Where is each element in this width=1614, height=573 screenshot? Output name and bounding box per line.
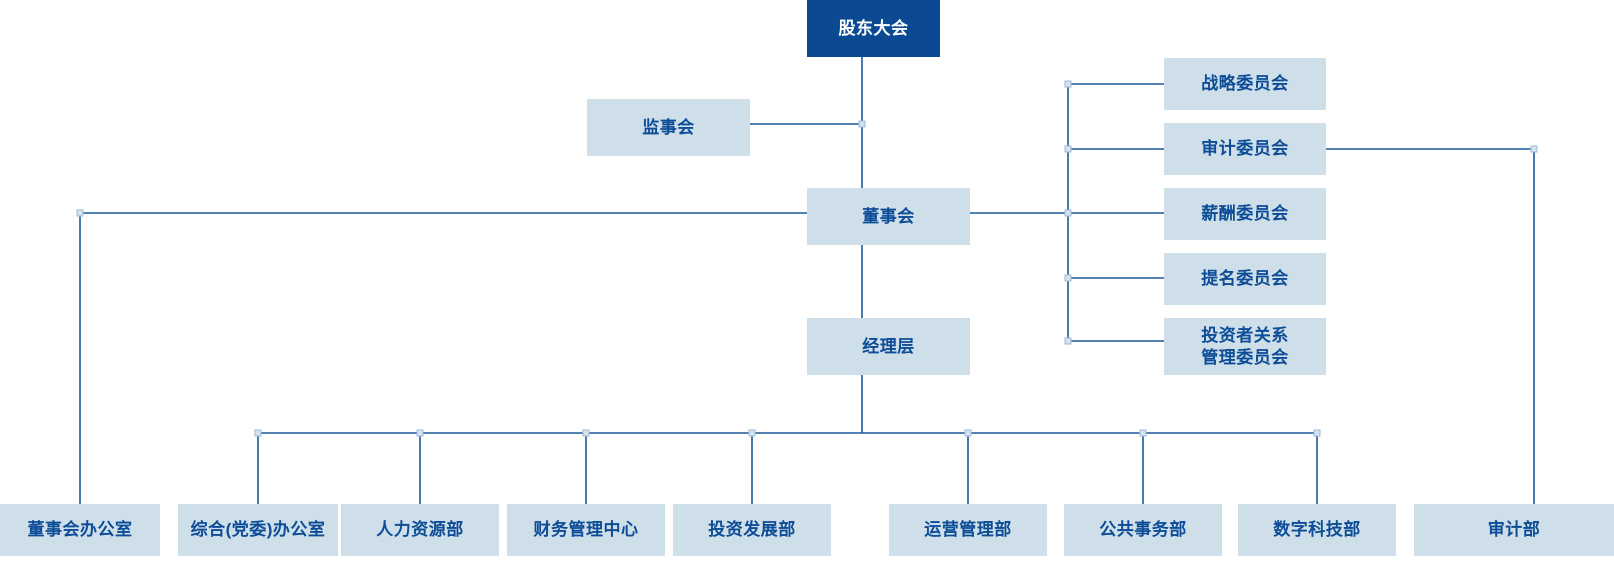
node-dept-audit[interactable]: 审计部: [1414, 504, 1614, 556]
node-committee-audit[interactable]: 审计委员会: [1164, 123, 1326, 175]
junction-hr: [416, 429, 424, 437]
node-shareholders-meeting[interactable]: 股东大会: [807, 0, 940, 57]
node-label: 股东大会: [838, 18, 909, 38]
node-committee-investor-relations[interactable]: 投资者关系 管理委员会: [1164, 318, 1326, 375]
junction-operations: [964, 429, 972, 437]
node-board-of-directors[interactable]: 董事会: [807, 188, 970, 245]
node-label: 战略委员会: [1201, 74, 1289, 94]
junction-compensation: [1064, 209, 1072, 217]
node-label: 经理层: [862, 336, 915, 356]
node-dept-general-party-office[interactable]: 综合(党委)办公室: [178, 504, 338, 556]
node-dept-public-affairs[interactable]: 公共事务部: [1064, 504, 1222, 556]
node-management[interactable]: 经理层: [807, 318, 970, 375]
junction-supervisors: [858, 120, 866, 128]
node-label: 董事会: [862, 206, 915, 226]
node-label: 提名委员会: [1201, 269, 1289, 289]
node-label: 投资发展部: [708, 520, 796, 540]
node-label: 综合(党委)办公室: [190, 520, 326, 540]
node-committee-compensation[interactable]: 薪酬委员会: [1164, 188, 1326, 240]
junction-general-office: [254, 429, 262, 437]
node-dept-finance-management-center[interactable]: 财务管理中心: [507, 504, 665, 556]
junction-public-affairs: [1139, 429, 1147, 437]
node-dept-digital-technology[interactable]: 数字科技部: [1238, 504, 1396, 556]
junction-board-left: [76, 209, 84, 217]
node-dept-operations-management[interactable]: 运营管理部: [889, 504, 1047, 556]
node-committee-nomination[interactable]: 提名委员会: [1164, 253, 1326, 305]
node-label: 数字科技部: [1273, 520, 1361, 540]
line-audit-committee-to-audit-dept: [1326, 148, 1535, 504]
junction-nomination: [1064, 274, 1072, 282]
node-label: 审计委员会: [1201, 139, 1289, 159]
line-board-to-board-office: [79, 212, 807, 504]
junction-strategy: [1064, 80, 1072, 88]
node-board-of-supervisors[interactable]: 监事会: [587, 99, 750, 156]
junction-investor-relations: [1064, 337, 1072, 345]
node-label: 审计部: [1487, 520, 1541, 540]
node-label: 人力资源部: [376, 520, 464, 540]
node-label: 薪酬委员会: [1201, 204, 1289, 224]
node-dept-board-office[interactable]: 董事会办公室: [0, 504, 160, 556]
junction-finance: [582, 429, 590, 437]
junction-audit: [1064, 145, 1072, 153]
junction-investment: [748, 429, 756, 437]
node-committee-strategy[interactable]: 战略委员会: [1164, 58, 1326, 110]
node-label: 监事会: [642, 117, 695, 137]
junction-audit-route: [1530, 145, 1538, 153]
node-dept-human-resources[interactable]: 人力资源部: [341, 504, 499, 556]
node-label: 董事会办公室: [27, 520, 133, 540]
node-dept-investment-development[interactable]: 投资发展部: [673, 504, 831, 556]
junction-digital-tech: [1313, 429, 1321, 437]
node-label: 投资者关系 管理委员会: [1201, 325, 1289, 367]
node-label: 公共事务部: [1099, 520, 1187, 540]
node-label: 财务管理中心: [533, 520, 639, 540]
node-label: 运营管理部: [924, 520, 1012, 540]
